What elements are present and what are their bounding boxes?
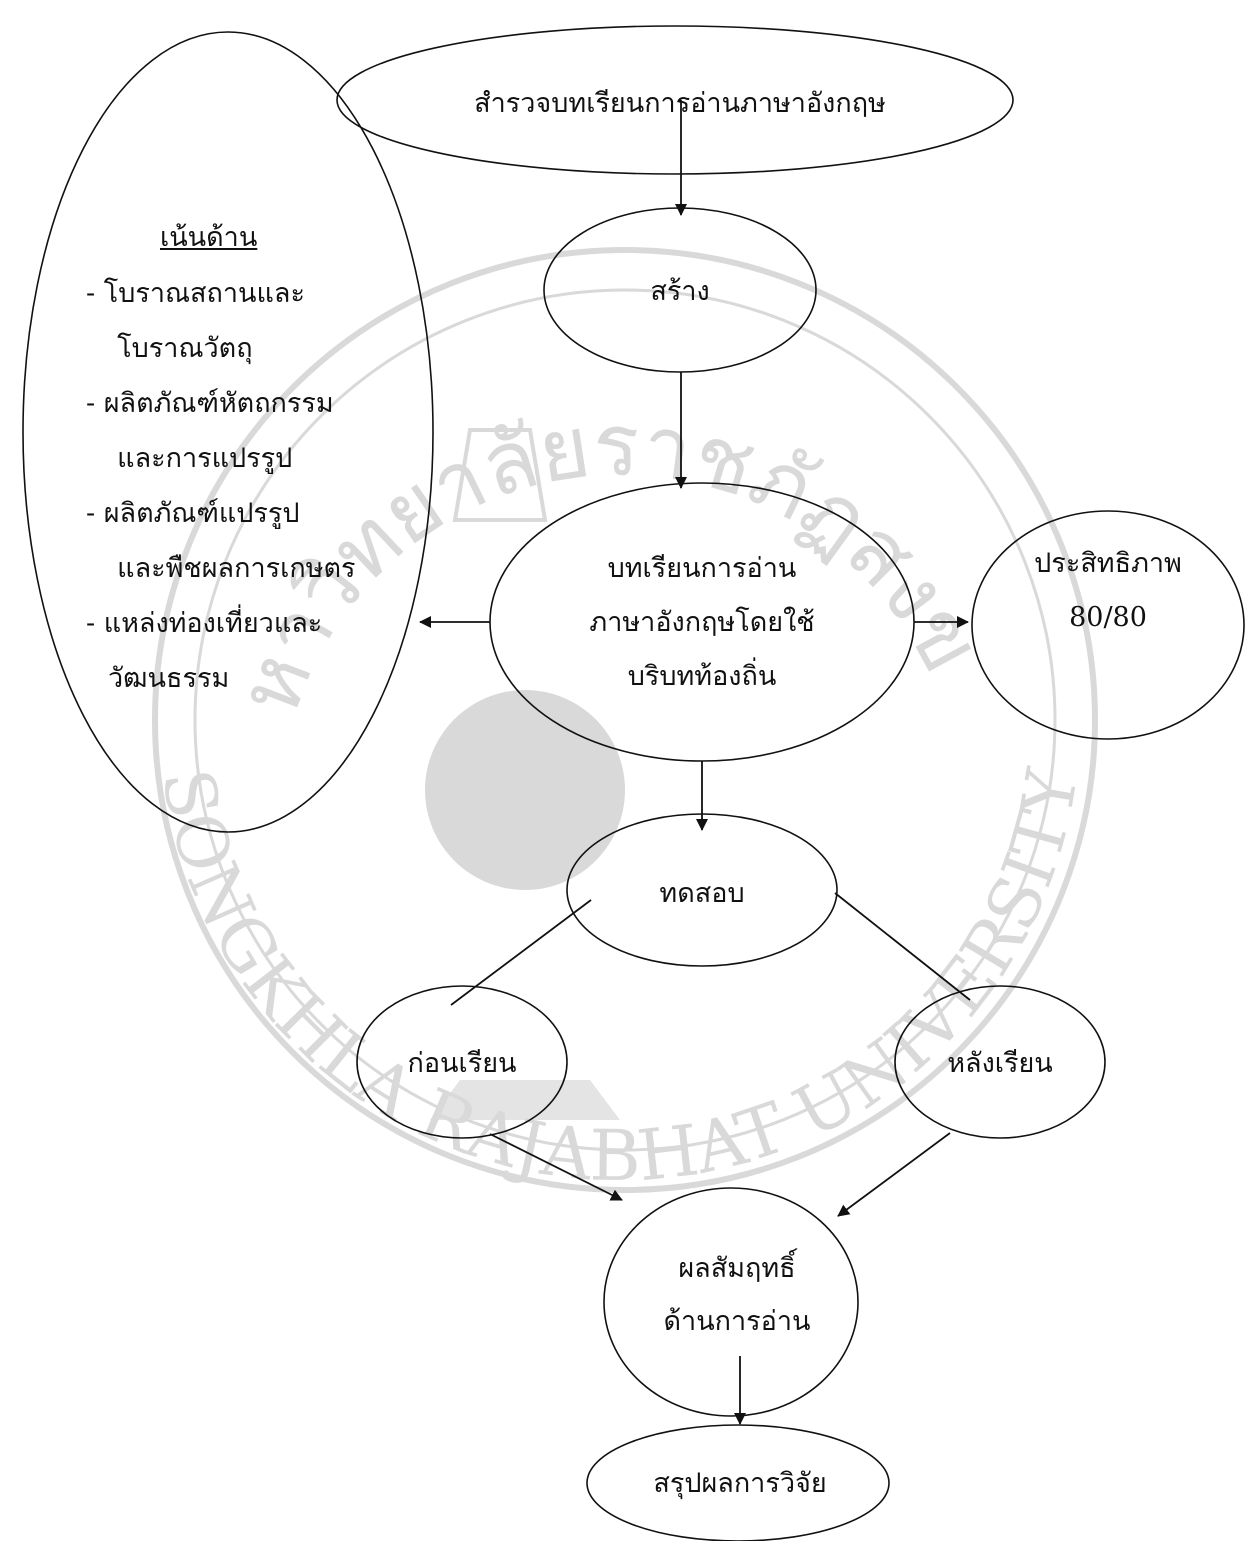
node-achievement [603, 1187, 859, 1417]
efficiency-label-line1: ประสิทธิภาพ [1034, 548, 1182, 579]
lesson-label-line2: ภาษาอังกฤษโดยใช้ [589, 607, 815, 638]
arrow-pretest-to-achievement [489, 1133, 623, 1201]
node-posttest [894, 985, 1106, 1139]
focus-line-8: วัฒนธรรม [108, 663, 230, 694]
create-label: สร้าง [650, 276, 710, 307]
focus-line-6: และพืชผลการเกษตร [100, 553, 356, 584]
arrow-posttest-to-achievement [837, 1132, 951, 1217]
focus-line-3: - ผลิตภัณฑ์หัตถกรรม [86, 388, 334, 419]
focus-line-2: โบราณวัตถุ [100, 333, 253, 364]
focus-heading: เน้นด้าน [160, 222, 258, 253]
focus-line-1: - โบราณสถานและ [86, 278, 305, 309]
focus-line-5: - ผลิตภัณฑ์แปรรูป [86, 498, 300, 529]
focus-line-4: และการแปรรูป [100, 443, 293, 474]
lesson-label-line3: บริบทท้องถิ่น [627, 661, 777, 692]
survey-label: สำรวจบทเรียนการอ่านภาษาอังกฤษ [474, 88, 886, 119]
node-survey [336, 25, 1014, 175]
focus-line-7: - แหล่งท่องเที่ยวและ [86, 608, 323, 639]
node-conclusion [586, 1424, 890, 1541]
achievement-label-line2: ด้านการอ่าน [663, 1306, 811, 1337]
efficiency-label-line2: 80/80 [1069, 602, 1147, 633]
conclusion-label: สรุปผลการวิจัย [653, 1468, 827, 1499]
node-efficiency [971, 510, 1245, 740]
posttest-label: หลังเรียน [947, 1048, 1053, 1079]
lesson-label-line1: บทเรียนการอ่าน [607, 553, 797, 584]
line-test-to-pretest [450, 899, 592, 1006]
pretest-label: ก่อนเรียน [407, 1048, 517, 1079]
line-test-to-posttest [834, 892, 971, 1001]
watermark-arc-bottom: SONGKHLA RAJABHAT UNIVERSITY [146, 763, 1094, 1198]
test-label: ทดสอบ [659, 878, 745, 909]
node-focus [22, 31, 434, 833]
achievement-label-line1: ผลสัมฤทธิ์ [678, 1253, 796, 1284]
university-seal-watermark [152, 247, 1098, 1193]
node-pretest [356, 985, 568, 1139]
